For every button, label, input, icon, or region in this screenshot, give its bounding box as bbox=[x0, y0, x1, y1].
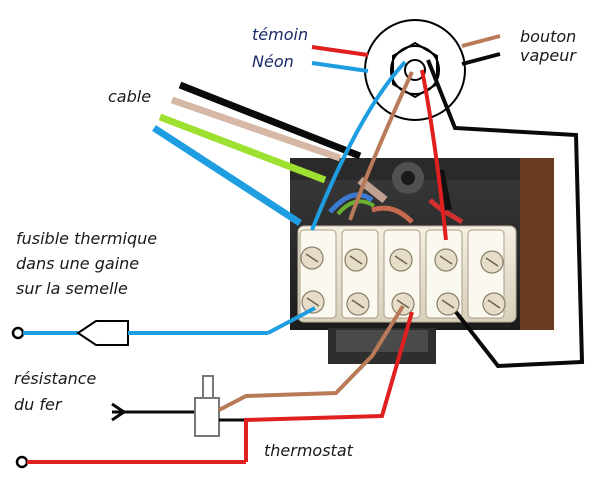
cable-wires bbox=[152, 81, 362, 226]
neon-wires bbox=[311, 45, 369, 73]
label-temoin: témoin bbox=[252, 25, 309, 44]
label-cable: cable bbox=[108, 87, 152, 106]
thermal-fuse-symbol bbox=[11, 306, 316, 346]
steam-button-wires bbox=[461, 34, 501, 66]
label-bouton: bouton bbox=[520, 27, 577, 46]
label-neon: Néon bbox=[252, 52, 294, 71]
resistance-terminal-symbol bbox=[15, 311, 414, 469]
label-vapeur: vapeur bbox=[520, 46, 576, 65]
label-resistance-line1: résistance bbox=[14, 369, 97, 388]
label-thermostat: thermostat bbox=[264, 441, 353, 460]
label-fusible-line1: fusible thermique bbox=[16, 229, 158, 248]
button-to-terminal-wires bbox=[310, 59, 585, 369]
label-fusible-line2: dans une gaine bbox=[16, 254, 140, 273]
steam-button-symbol bbox=[364, 19, 466, 121]
terminal-strip bbox=[297, 225, 517, 323]
label-fusible-line3: sur la semelle bbox=[16, 279, 128, 298]
label-resistance-line2: du fer bbox=[14, 395, 62, 414]
